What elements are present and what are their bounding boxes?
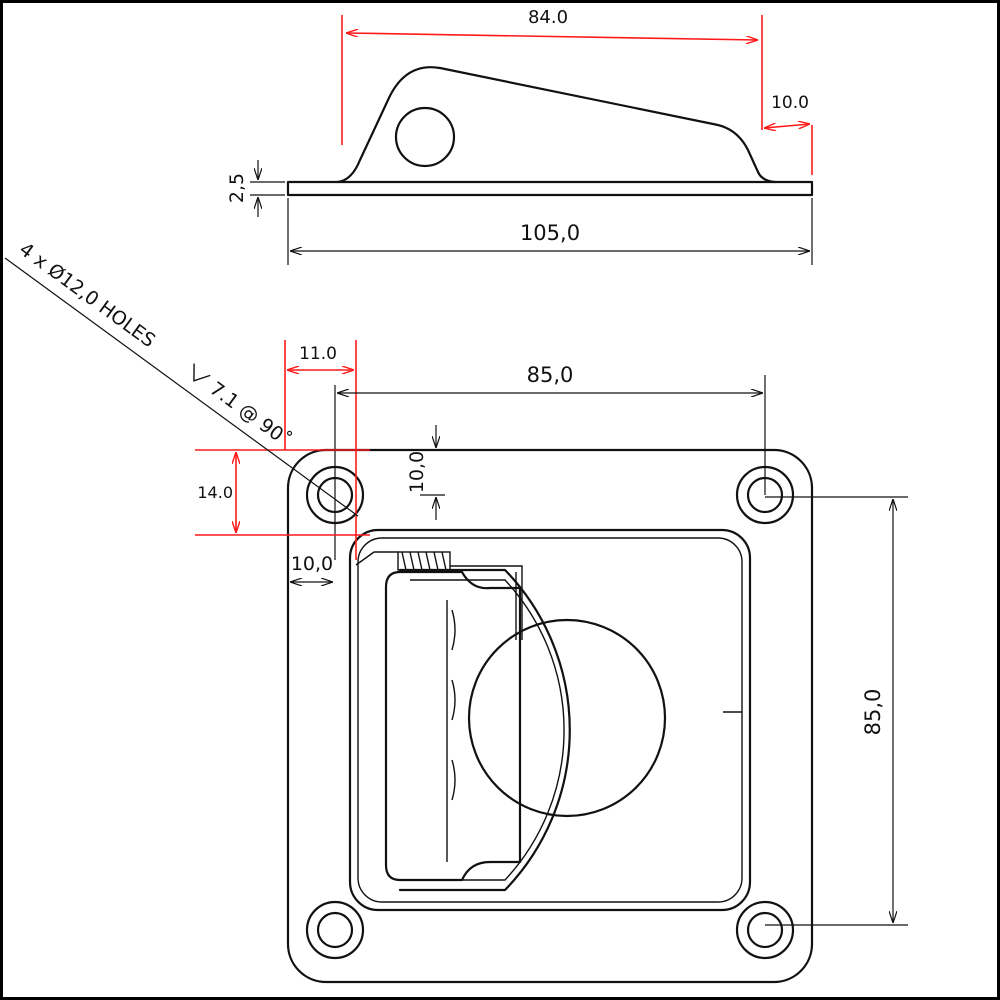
recess-outer	[348, 528, 752, 912]
dim-line-10-side	[764, 124, 810, 128]
side-dimensions: 84.0 10.0 2,5 105,0	[226, 7, 813, 265]
hinge-spring	[355, 551, 523, 640]
callout-holes-label: 4 x Ø12,0 HOLES	[15, 238, 159, 352]
base-plate-side	[286, 180, 814, 197]
dim-10-vertical-label: 10,0	[406, 451, 428, 493]
dim-14-label: 14.0	[197, 483, 233, 502]
top-dimensions: 11.0 85,0 14.0 10,0 10,0 85,0	[195, 340, 908, 926]
dim-10-side-label: 10.0	[771, 93, 809, 113]
clevis-body	[384, 570, 522, 882]
dim-line-84	[346, 33, 758, 40]
technical-drawing: 84.0 10.0 2,5 105,0	[4, 7, 908, 984]
side-view	[286, 66, 814, 197]
d-ring-outer	[398, 568, 571, 892]
dim-10-horizontal-label: 10,0	[291, 553, 333, 575]
lug-hole	[394, 106, 456, 168]
d-ring-bore	[467, 618, 667, 818]
recess-inner	[357, 537, 743, 903]
countersink-icon	[193, 363, 211, 382]
dim-105-label: 105,0	[520, 221, 580, 245]
top-view	[286, 448, 814, 984]
dim-85-horizontal-label: 85,0	[527, 363, 574, 387]
dim-85-vertical-label: 85,0	[861, 689, 885, 736]
mounting-hole-bottom-right	[735, 900, 795, 960]
hole-callout: 4 x Ø12,0 HOLES 7.1 @ 90˚	[4, 238, 359, 517]
dim-84-label: 84.0	[528, 7, 568, 28]
d-ring-inner	[410, 579, 565, 881]
base-plate-top	[286, 448, 814, 984]
lug-profile	[336, 66, 777, 184]
callout-leader	[4, 257, 359, 517]
dim-2-5-label: 2,5	[226, 173, 248, 203]
dim-11-label: 11.0	[299, 344, 337, 364]
mounting-hole-bottom-left	[305, 900, 365, 960]
